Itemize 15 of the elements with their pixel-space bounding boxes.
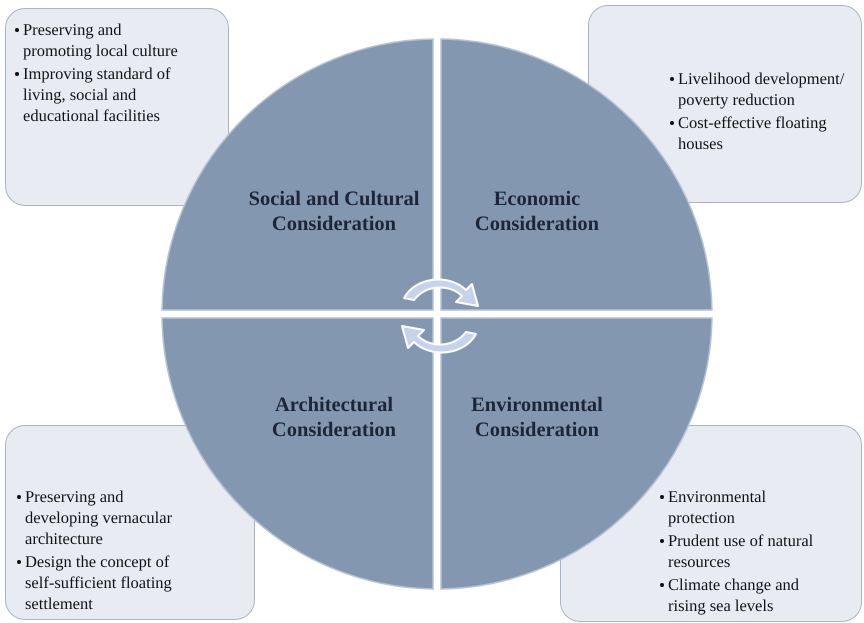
quadrant-title: Architectural Consideration: [270, 393, 398, 443]
bullet-text: Climate change and rising sea levels: [668, 575, 800, 615]
bullet-text: Environmental protection: [668, 487, 766, 527]
bullet-text: Livelihood development/ poverty reduction: [678, 69, 844, 109]
bullet-text: Prudent use of natural resources: [668, 531, 814, 571]
text-card: [5, 425, 255, 620]
quadrant-title: Environmental Consideration: [470, 393, 604, 443]
quadrant-title: Economic Consideration: [474, 187, 600, 237]
bullet-text: Cost-effective floating houses: [678, 113, 827, 153]
text-card: [5, 8, 229, 206]
bullet-text: Design the concept of self-sufficient floating settlement: [25, 552, 172, 613]
bullet-text: Preserving and developing vernacular architecture: [25, 487, 172, 548]
bullet-text: Preserving and promoting local culture: [23, 20, 178, 60]
bullet-text: Improving standard of living, social and educational facilities: [23, 64, 171, 125]
quadrant-title: Social and Cultural Consideration: [248, 187, 420, 237]
